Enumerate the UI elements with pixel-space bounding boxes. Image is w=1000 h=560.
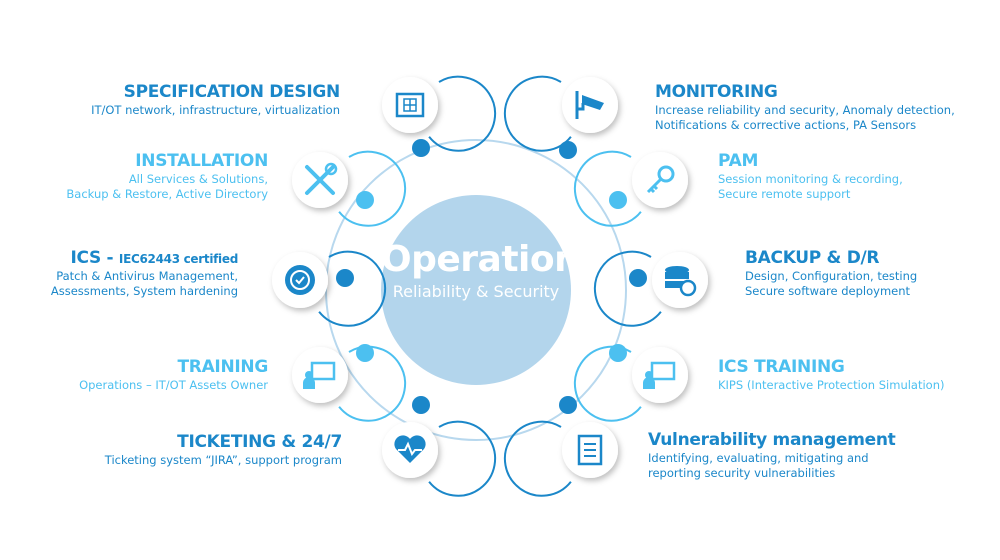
ring-node-dot	[356, 344, 374, 362]
item-desc: Ticketing system “JIRA”, support program	[104, 453, 342, 468]
icon-ring-arc	[593, 250, 662, 327]
item-title: ICS -	[70, 248, 119, 268]
icon-ring-arc	[573, 345, 642, 422]
center-subtitle: Reliability & Security	[392, 282, 560, 301]
item-desc: Patch & Antivirus Management,	[56, 269, 238, 284]
presentation-icon	[643, 361, 676, 389]
center-circle	[381, 195, 571, 385]
ring-node-dot	[609, 344, 627, 362]
ring-node-dot	[412, 396, 430, 414]
ring-node-dot	[412, 139, 430, 157]
item-title-suffix: IEC62443 certified	[118, 252, 238, 266]
ring-node-dot	[609, 191, 627, 209]
icon-circle	[292, 347, 348, 403]
icon-circle	[652, 252, 708, 308]
item-desc: Assessments, System hardening	[50, 283, 238, 298]
item-desc: Backup & Restore, Active Directory	[66, 186, 268, 201]
item-training: TRAINING Operations – IT/OT Assets Owner	[79, 357, 268, 393]
ring-node-dot	[336, 269, 354, 287]
icon-ring-arc	[503, 75, 572, 152]
tools-icon	[305, 162, 338, 195]
key-icon	[646, 165, 675, 194]
item-desc: Operations – IT/OT Assets Owner	[79, 378, 268, 393]
icon-ring-arc	[573, 150, 642, 227]
checklist-icon	[577, 434, 603, 466]
item-desc: Secure remote support	[718, 186, 851, 201]
item-desc: Identifying, evaluating, mitigating and	[648, 451, 869, 466]
item-backup: BACKUP & D/R Design, Configuration, test…	[745, 248, 917, 298]
item-ics: ICS - IEC62443 certified Patch & Antivir…	[51, 248, 238, 298]
center-title: Operations	[381, 239, 601, 280]
icon-ring-arc	[318, 250, 387, 327]
item-desc: Increase reliability and security, Anoma…	[655, 103, 955, 118]
presentation-icon	[303, 361, 336, 389]
item-desc: Secure software deployment	[745, 283, 911, 298]
item-pam: PAM Session monitoring & recording, Secu…	[718, 151, 903, 201]
item-ticketing: TICKETING & 24/7 Ticketing system “JIRA”…	[104, 432, 343, 468]
icon-circle	[632, 347, 688, 403]
center-label: Operations Reliability & Security	[381, 195, 601, 385]
item-desc: Notifications & corrective actions, PA S…	[655, 117, 917, 132]
ring-node-dot	[559, 396, 577, 414]
heart-pulse-icon	[394, 435, 426, 463]
item-desc: Session monitoring & recording,	[718, 172, 903, 187]
icon-ring-arc	[338, 150, 407, 227]
item-title: TRAINING	[177, 357, 268, 377]
icon-ring-arc	[428, 75, 497, 152]
ring-node-dot	[629, 269, 647, 287]
item-title: PAM	[718, 151, 759, 171]
blueprint-icon	[395, 92, 425, 118]
icon-ring-arc	[503, 420, 572, 497]
icon-ring-arc	[338, 345, 407, 422]
item-title: BACKUP & D/R	[745, 248, 880, 268]
item-title: ICS TRAINING	[718, 357, 845, 377]
database-restore-icon	[665, 266, 697, 297]
item-desc: KIPS (Interactive Protection Simulation)	[718, 378, 945, 393]
ring-node-dot	[559, 141, 577, 159]
item-title: INSTALLATION	[135, 151, 268, 171]
item-title: SPECIFICATION DESIGN	[123, 82, 341, 102]
item-desc: reporting security vulnerabilities	[648, 465, 836, 480]
item-monitoring: MONITORING Increase reliability and secu…	[655, 82, 955, 132]
item-title: TICKETING & 24/7	[177, 432, 342, 452]
item-desc: All Services & Solutions,	[128, 172, 268, 187]
ring-node-dot	[356, 191, 374, 209]
item-title: Vulnerability management	[648, 430, 896, 450]
item-title: MONITORING	[655, 82, 778, 102]
item-ics-training: ICS TRAINING KIPS (Interactive Protectio…	[718, 357, 945, 393]
item-specification-design: SPECIFICATION DESIGN IT/OT network, infr…	[91, 82, 340, 118]
icon-ring-arc	[428, 420, 497, 497]
item-installation: INSTALLATION All Services & Solutions, B…	[66, 151, 268, 201]
certified-badge-icon	[285, 265, 315, 295]
item-desc: Design, Configuration, testing	[745, 269, 918, 284]
security-camera-icon	[575, 91, 604, 119]
item-vulnerability-management: Vulnerability management Identifying, ev…	[648, 430, 896, 480]
item-desc: IT/OT network, infrastructure, virtualiz…	[91, 103, 340, 118]
